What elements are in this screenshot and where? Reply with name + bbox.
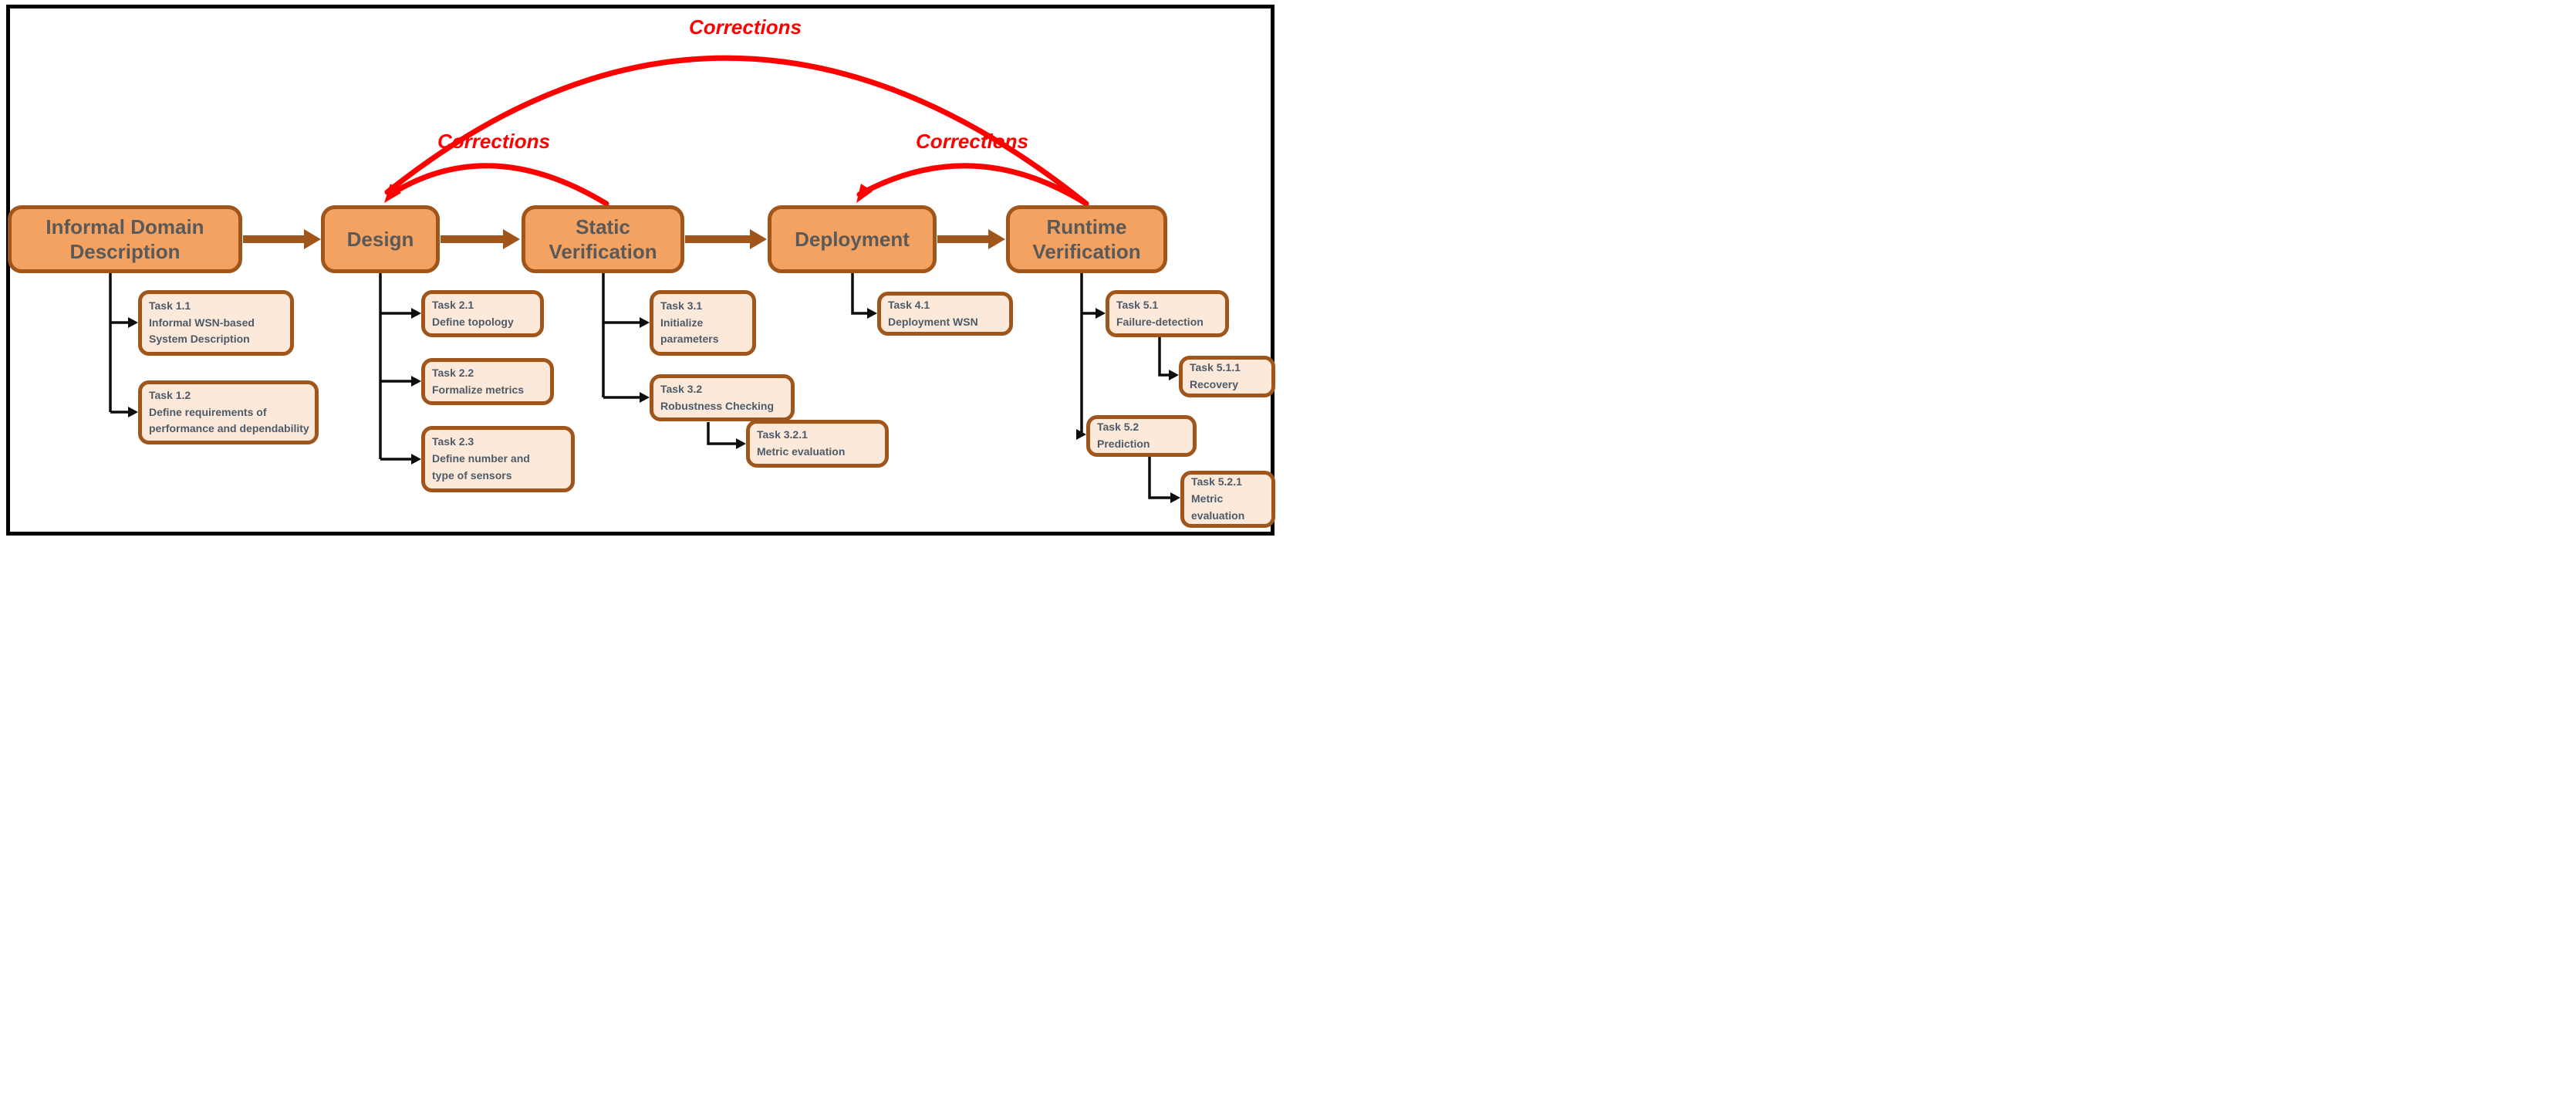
connector-runtime-tasks xyxy=(1076,272,1106,440)
task-desc: Define topology xyxy=(432,315,514,328)
connector-task52-to-task521 xyxy=(1148,455,1180,503)
connector-deployment-tasks xyxy=(851,272,877,319)
task-desc: Failure-detection xyxy=(1116,315,1204,328)
task-box-1-2: Task 1.2 Define requirements of performa… xyxy=(138,380,319,444)
task-title: Task 2.1 xyxy=(432,298,474,311)
task-box-5-2-1: Task 5.2.1 Metric evaluation xyxy=(1180,471,1275,528)
phase-label: Static Verification xyxy=(549,215,657,264)
task-box-2-1: Task 2.1 Define topology xyxy=(421,290,544,337)
task-desc: Define number and type of sensors xyxy=(432,452,530,482)
connector-task32-to-task321 xyxy=(707,422,746,449)
task-box-4-1: Task 4.1 Deployment WSN xyxy=(877,292,1013,336)
task-box-5-2: Task 5.2 Prediction xyxy=(1086,415,1197,457)
task-box-5-1: Task 5.1 Failure-detection xyxy=(1106,290,1229,337)
task-desc: Robustness Checking xyxy=(660,399,775,412)
phase-label: Runtime Verification xyxy=(1032,215,1141,264)
task-box-1-1: Task 1.1 Informal WSN-based System Descr… xyxy=(138,290,294,356)
corrections-label-top: Corrections xyxy=(689,15,802,39)
task-title: Task 3.2.1 xyxy=(757,428,808,441)
task-desc: Metric evaluation xyxy=(1191,492,1245,522)
task-desc: Recovery xyxy=(1190,378,1239,390)
task-desc: Formalize metrics xyxy=(432,383,525,396)
diagram-frame xyxy=(6,5,1274,536)
flow-arrow-static-to-deployment xyxy=(685,229,767,249)
task-desc: Prediction xyxy=(1097,438,1150,450)
task-desc: Informal WSN-based System Description xyxy=(149,316,255,346)
task-desc: Metric evaluation xyxy=(757,445,846,458)
task-title: Task 5.1.1 xyxy=(1190,361,1241,374)
corrections-label-left: Corrections xyxy=(437,130,550,153)
task-title: Task 1.2 xyxy=(149,388,191,401)
corrections-arc-runtime-to-design xyxy=(384,55,1089,207)
connector-task51-to-task511 xyxy=(1158,337,1179,380)
task-title: Task 5.2.1 xyxy=(1191,475,1242,488)
corrections-arc-runtime-to-deployment xyxy=(856,163,1089,207)
connector-static-tasks xyxy=(602,272,650,403)
task-title: Task 2.3 xyxy=(432,435,474,448)
task-title: Task 1.1 xyxy=(149,299,191,312)
task-box-3-2-1: Task 3.2.1 Metric evaluation xyxy=(746,420,889,468)
phase-box-informal-domain-description: Informal Domain Description xyxy=(8,205,242,273)
corrections-arrowhead-deployment xyxy=(856,184,873,203)
corrections-label-right: Corrections xyxy=(916,130,1028,153)
phase-label: Informal Domain Description xyxy=(46,215,204,264)
phase-label: Deployment xyxy=(795,227,910,251)
task-title: Task 4.1 xyxy=(888,298,930,311)
task-desc: Deployment WSN xyxy=(888,315,978,328)
flow-arrow-design-to-static xyxy=(441,229,520,249)
corrections-arrowhead-design xyxy=(384,184,401,203)
phase-box-runtime-verification: Runtime Verification xyxy=(1006,205,1167,273)
task-box-5-1-1: Task 5.1.1 Recovery xyxy=(1179,356,1275,397)
connector-informal-tasks xyxy=(109,272,138,417)
task-desc: Initialize parameters xyxy=(660,316,719,346)
task-box-2-2: Task 2.2 Formalize metrics xyxy=(421,358,554,405)
phase-box-design: Design xyxy=(321,205,440,273)
flow-arrow-informal-to-design xyxy=(243,229,321,249)
task-title: Task 3.1 xyxy=(660,299,703,312)
connectors-layer xyxy=(109,55,1180,503)
task-title: Task 2.2 xyxy=(432,366,474,379)
task-desc: Define requirements of performance and d… xyxy=(149,405,309,435)
task-title: Task 3.2 xyxy=(660,382,703,395)
phase-box-static-verification: Static Verification xyxy=(522,205,684,273)
task-box-3-2: Task 3.2 Robustness Checking xyxy=(650,374,795,421)
task-box-3-1: Task 3.1 Initialize parameters xyxy=(650,290,756,356)
flow-arrow-deployment-to-runtime xyxy=(937,229,1005,249)
phase-label: Design xyxy=(346,227,414,251)
phase-box-deployment: Deployment xyxy=(768,205,937,273)
corrections-arc-static-to-design xyxy=(387,163,609,207)
connector-design-tasks xyxy=(379,272,421,465)
task-title: Task 5.2 xyxy=(1097,421,1139,434)
task-box-2-3: Task 2.3 Define number and type of senso… xyxy=(421,426,575,492)
task-title: Task 5.1 xyxy=(1116,298,1159,311)
